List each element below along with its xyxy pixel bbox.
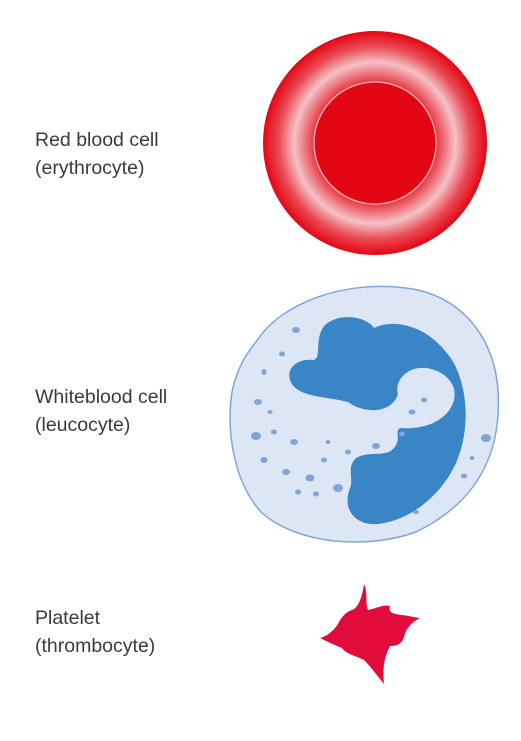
red-blood-cell-alt-name: (erythrocyte)	[35, 157, 145, 179]
platelet-alt-name: (thrombocyte)	[35, 635, 156, 657]
white-blood-cell-illustration	[229, 285, 500, 543]
white-blood-cell-alt-name: (leucocyte)	[35, 414, 131, 436]
platelet-name: Platelet	[35, 607, 101, 629]
red-blood-cell-label: Red blood cell (erythrocyte)	[35, 126, 159, 182]
red-blood-cell-name: Red blood cell	[35, 129, 159, 151]
white-blood-cell-name: Whiteblood cell	[35, 386, 168, 408]
red-blood-cell-center	[313, 81, 437, 205]
platelet-body	[320, 584, 420, 684]
red-blood-cell-illustration	[263, 31, 487, 255]
white-blood-cell-granules	[251, 327, 491, 514]
white-blood-cell-nucleus	[289, 317, 466, 525]
platelet-illustration	[320, 584, 420, 684]
white-blood-cell-label: Whiteblood cell (leucocyte)	[35, 383, 167, 439]
platelet-label: Platelet (thrombocyte)	[35, 604, 155, 660]
